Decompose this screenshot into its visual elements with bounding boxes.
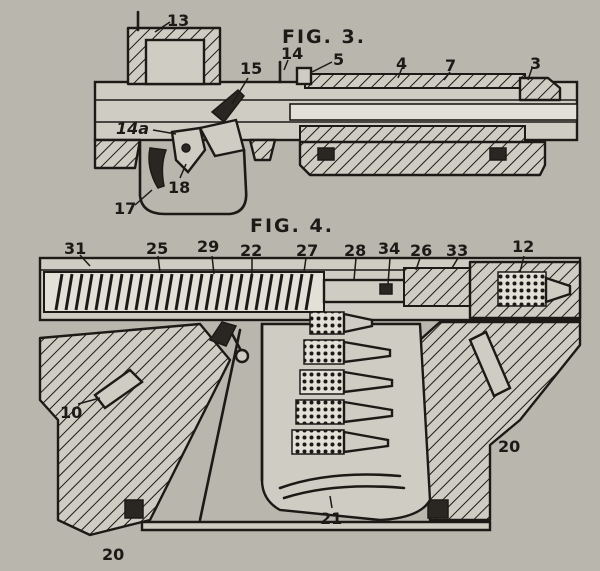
label-25: 25 [146, 239, 168, 258]
fig4-left-stock [38, 322, 232, 537]
label-20-right: 20 [498, 437, 520, 456]
label-22: 22 [240, 241, 262, 260]
label-29: 29 [197, 237, 219, 256]
label-14a: 14a [116, 119, 149, 138]
label-31: 31 [64, 239, 86, 258]
fig4-bottom-plate [140, 520, 492, 532]
figure-4 [38, 254, 582, 537]
fig4-caption: FIG. 4. [250, 215, 334, 237]
label-18: 18 [168, 178, 190, 197]
label-20-left: 20 [102, 545, 124, 564]
fig3-trigger-guard [138, 138, 248, 216]
label-3: 3 [530, 54, 541, 73]
figure-3 [93, 10, 579, 216]
label-7: 7 [445, 56, 456, 75]
label-27: 27 [296, 241, 318, 260]
label-14: 14 [281, 44, 303, 63]
label-34: 34 [378, 239, 400, 258]
label-21: 21 [320, 509, 342, 528]
fig4-right-stock [418, 320, 582, 522]
label-12: 12 [512, 237, 534, 256]
label-33: 33 [446, 241, 468, 260]
label-26: 26 [410, 241, 432, 260]
label-28: 28 [344, 241, 366, 260]
label-17: 17 [114, 199, 136, 218]
label-5: 5 [333, 50, 344, 69]
fig4-cartridges [291, 311, 394, 455]
label-10: 10 [60, 403, 82, 422]
label-15: 15 [240, 59, 262, 78]
fig3-caption: FIG. 3. [282, 26, 366, 48]
fig3-lower-housing [298, 140, 547, 177]
fig4-recoil-spring [54, 273, 314, 311]
label-4: 4 [396, 54, 407, 73]
label-13: 13 [167, 11, 189, 30]
fig3-trigger [148, 147, 168, 189]
